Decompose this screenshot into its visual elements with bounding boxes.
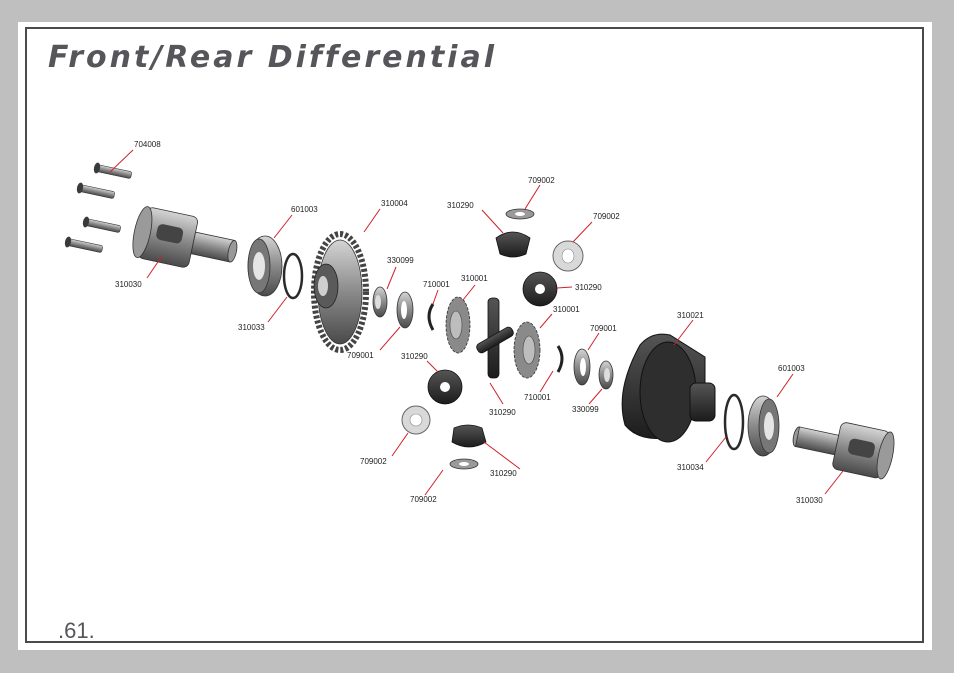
pinion-right	[522, 271, 558, 307]
ring-330099-left	[372, 286, 388, 318]
label-310030-right: 310030	[796, 496, 823, 505]
label-601003-left: 601003	[291, 205, 318, 214]
label-709002-top: 709002	[528, 176, 555, 185]
outdrive-right	[792, 422, 895, 480]
label-330099-left: 330099	[387, 256, 414, 265]
label-310001-right: 310001	[553, 305, 580, 314]
label-709002-bottom: 709002	[410, 495, 437, 504]
ring-gear	[311, 231, 369, 353]
oring-left	[282, 252, 304, 300]
diff-case	[621, 333, 716, 443]
pinion-left	[427, 369, 463, 405]
label-709001-right: 709001	[590, 324, 617, 333]
label-704008: 704008	[134, 140, 161, 149]
part-labels: 704008 310030 601003 310033 310004 33009…	[115, 140, 823, 505]
leader-lines	[109, 149, 844, 496]
label-310290-top: 310290	[447, 201, 474, 210]
clip-710001-right	[556, 345, 564, 373]
screw-parts	[64, 162, 132, 253]
washer-709002-right	[552, 240, 584, 272]
label-709002-left: 709002	[360, 457, 387, 466]
label-709002-right: 709002	[593, 212, 620, 221]
washer-709002-left	[401, 405, 431, 435]
bevel-gear-right	[513, 321, 541, 379]
label-310030-left: 310030	[115, 280, 142, 289]
cross-shaft	[476, 297, 514, 379]
label-310034: 310034	[677, 463, 704, 472]
outdrive-left	[132, 206, 238, 268]
bevel-gear-left	[445, 296, 471, 354]
label-601003-right: 601003	[778, 364, 805, 373]
label-310290-bottom: 310290	[490, 469, 517, 478]
washer-709001-right	[573, 348, 591, 386]
oring-right	[723, 393, 745, 451]
washer-709001-left	[396, 291, 414, 329]
washer-709002-bottom	[449, 458, 479, 470]
label-709001-left: 709001	[347, 351, 374, 360]
label-310290-shaft: 310290	[489, 408, 516, 417]
label-710001-left: 710001	[423, 280, 450, 289]
label-310290-right: 310290	[575, 283, 602, 292]
page-number: .61.	[58, 618, 95, 643]
clip-710001-left	[427, 303, 435, 331]
label-310021: 310021	[677, 311, 704, 320]
label-310001-left: 310001	[461, 274, 488, 283]
ring-330099-right	[598, 360, 614, 390]
pinion-top	[495, 231, 531, 258]
label-310033: 310033	[238, 323, 265, 332]
label-310290-left: 310290	[401, 352, 428, 361]
pinion-bottom	[451, 424, 487, 448]
page-frame	[25, 27, 924, 643]
bearing-left	[247, 235, 283, 297]
bearing-right	[747, 395, 780, 457]
label-710001-right: 710001	[524, 393, 551, 402]
label-310004: 310004	[381, 199, 408, 208]
label-330099-right: 330099	[572, 405, 599, 414]
washer-709002-top	[505, 208, 535, 220]
page-title: Front/Rear Differential	[48, 40, 497, 75]
